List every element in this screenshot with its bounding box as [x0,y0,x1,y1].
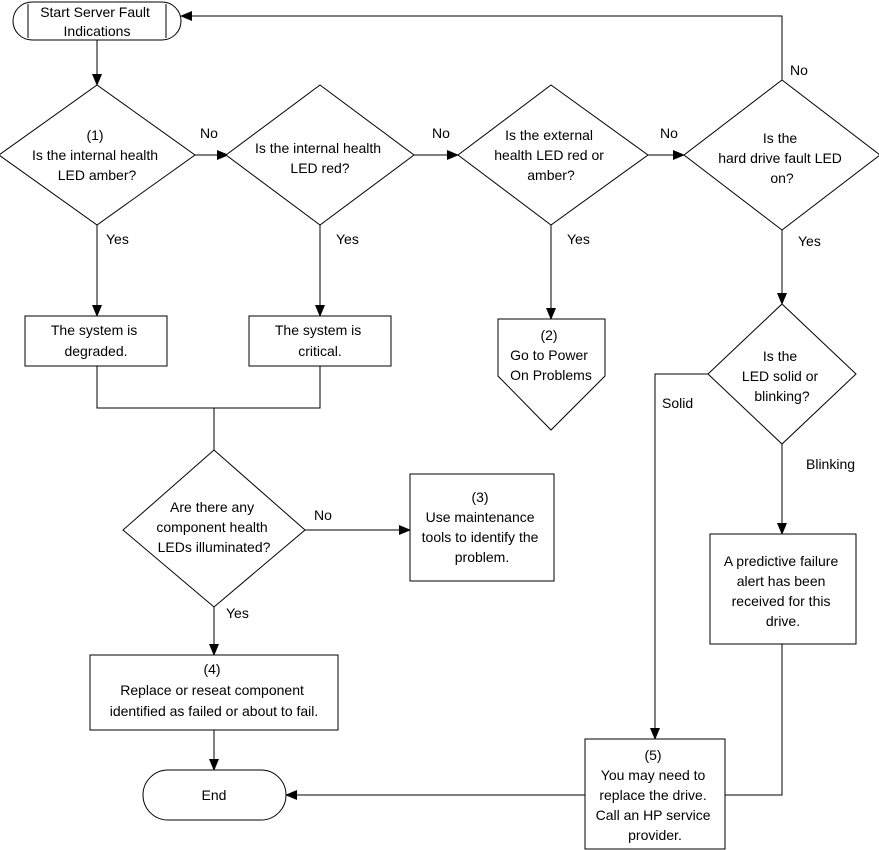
label-no-d6: No [314,507,332,523]
decision-component-leds [122,449,306,608]
end-terminator [142,769,287,821]
label-yes-d4: Yes [798,233,821,249]
label-no-d1-d2: No [200,125,218,141]
box-maintenance-label: (3) Use maintenance tools to identify th… [422,489,543,565]
box-degraded-label: The system is degraded. [51,322,141,359]
connectors [92,11,787,800]
decision-external [457,84,649,226]
label-yes-d6: Yes [226,605,249,621]
label-no-d4-start: No [790,62,808,78]
box-replace-label: (4) Replace or reseat component identifi… [110,661,319,719]
box-predictive-label: A predictive failure alert has been rece… [724,553,842,629]
edge-d5-hpcall [650,373,708,740]
decision-led-solid-blinking [707,303,857,445]
offpage-power-problems-label: (2) Go to Power On Problems [510,327,592,383]
label-yes-d3: Yes [567,231,590,247]
label-blinking: Blinking [806,456,855,472]
decision-internal-red [225,84,415,226]
decision-hard-drive [683,79,879,231]
decision-internal-red-label: Is the internal health LED red? [255,140,385,176]
box-critical-label: The system is critical. [275,322,365,359]
box-critical [248,315,392,367]
label-yes-d2: Yes [336,231,359,247]
edge-labels: No No No No Yes Yes Yes Yes Solid Blinki… [106,62,855,621]
edge-merge [96,366,321,409]
node-labels: Start Server Fault Indications (1) Is th… [32,4,846,843]
decision-component-leds-label: Are there any component health LEDs illu… [156,499,271,555]
label-yes-d1: Yes [106,231,129,247]
decision-internal-amber [0,84,196,226]
decision-led-solid-blinking-label: Is the LED solid or blinking? [742,348,822,404]
label-solid: Solid [662,395,693,411]
decision-hard-drive-label: Is the hard drive fault LED on? [718,130,846,186]
start-label: Start Server Fault Indications [40,4,154,39]
box-replace [89,654,339,731]
edge-d4-start [180,11,783,80]
box-hp-service-label: (5) You may need to replace the drive. C… [596,747,715,843]
label-no-d3-d4: No [660,125,678,141]
box-hp-service [584,738,726,850]
end-terminator-label: End [202,787,227,803]
box-predictive [709,533,857,645]
label-no-d2-d3: No [432,125,450,141]
offpage-power-problems [497,318,606,431]
decision-internal-amber-label: (1) Is the internal health LED amber? [32,127,162,183]
box-maintenance [409,473,555,582]
start-terminator [12,1,182,41]
box-degraded [24,315,168,367]
decision-external-label: Is the external health LED red or amber? [494,127,608,183]
